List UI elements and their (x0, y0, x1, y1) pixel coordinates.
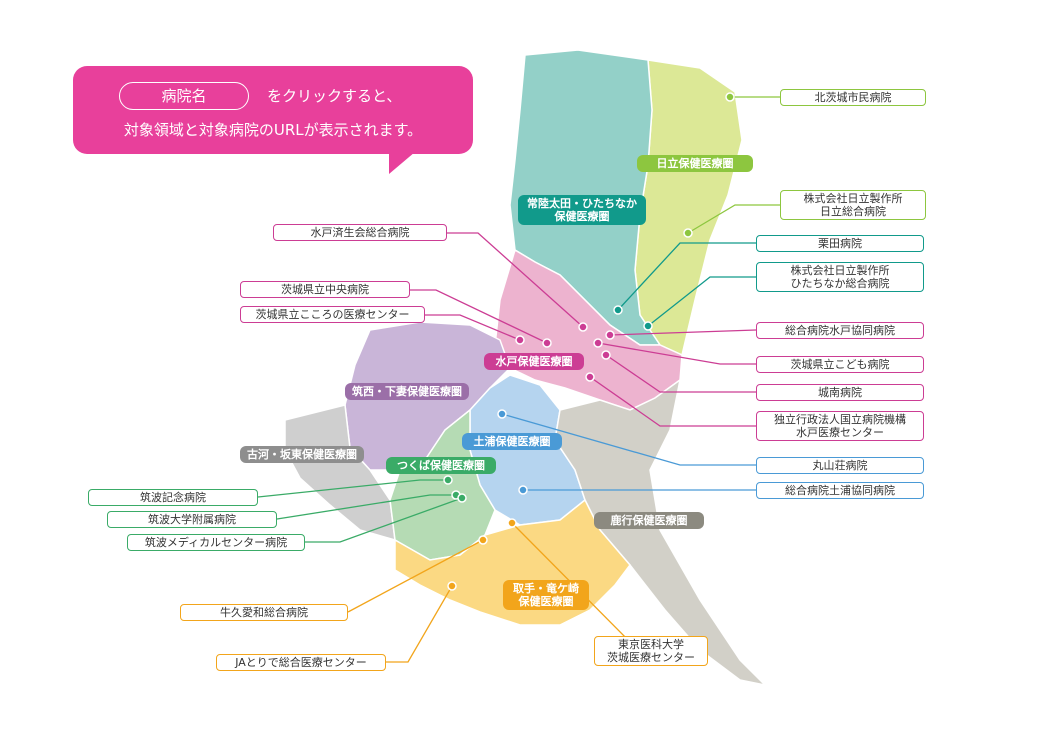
line-ushiku (347, 539, 484, 613)
callout-tail (389, 152, 415, 174)
area-label-hitachi: 日立保健医療圏 (637, 155, 753, 172)
dot-hitachinaka (643, 321, 653, 331)
callout-line1: をクリックすると、 (267, 87, 402, 105)
hospital-button-mito-kyodo[interactable]: 総合病院水戸協同病院 (756, 322, 924, 339)
line-kokoro (425, 314, 521, 341)
hospital-name-pill: 病院名 (119, 82, 249, 110)
line-ja-toride (386, 585, 453, 663)
line-hitachinaka (647, 276, 756, 327)
hospital-button-tsukuba-medical[interactable]: 筑波メディカルセンター病院 (127, 534, 305, 551)
line-tsukuba-kinen (257, 479, 448, 498)
hospital-button-kokoro[interactable]: 茨城県立こころの医療センター (240, 306, 425, 323)
line-kodomo (597, 342, 756, 365)
line-kurita (617, 242, 756, 311)
area-label-tsuchiura: 土浦保健医療圏 (462, 433, 562, 450)
dot-kenritsu-chuo (542, 338, 552, 348)
callout-line2: 対象領域と対象病院のURLが表示されます。 (123, 121, 423, 139)
line-tsukuba-univ (276, 494, 456, 520)
hospital-button-kodomo[interactable]: 茨城県立こども病院 (756, 356, 924, 373)
hospital-button-jonan[interactable]: 城南病院 (756, 384, 924, 401)
area-label-chikusei: 筑西・下妻保健医療圏 (345, 383, 469, 400)
area-label-mito: 水戸保健医療圏 (484, 353, 584, 370)
dot-mito-saisei (578, 322, 588, 332)
dot-hitachi-general (683, 228, 693, 238)
dot-mito-kyodo (605, 330, 615, 340)
hospital-button-mito-saisei[interactable]: 水戸済生会総合病院 (273, 224, 447, 241)
area-label-toride: 取手・竜ケ崎 保健医療圏 (503, 580, 589, 610)
line-mito-saisei (447, 232, 584, 328)
line-mito-iryo (589, 376, 756, 427)
hospital-button-ushiku-aiwa[interactable]: 牛久愛和総合病院 (180, 604, 348, 621)
hospital-button-ja-toride[interactable]: JAとりで総合医療センター (216, 654, 386, 671)
area-label-hitachiota: 常陸太田・ひたちなか 保健医療圏 (518, 195, 646, 225)
hospital-button-hitachi-general[interactable]: 株式会社日立製作所 日立総合病院 (780, 190, 926, 220)
line-mito-kyodo (609, 329, 757, 336)
line-maruyama (501, 413, 756, 466)
line-tsukuba-medical (305, 497, 463, 543)
hospital-button-mito-iryo[interactable]: 独立行政法人国立病院機構 水戸医療センター (756, 411, 924, 441)
dot-tsuchiura-kyodo (518, 485, 528, 495)
hospital-button-kurita[interactable]: 栗田病院 (756, 235, 924, 252)
dot-kodomo (593, 338, 603, 348)
hospital-button-tsukuba-univ[interactable]: 筑波大学附属病院 (107, 511, 277, 528)
hospital-button-hitachinaka[interactable]: 株式会社日立製作所 ひたちなか総合病院 (756, 262, 924, 292)
area-label-koga: 古河・坂東保健医療圏 (240, 446, 364, 463)
line-hitachi-general (687, 204, 780, 234)
dot-ja-toride (447, 581, 457, 591)
dot-kurita (613, 305, 623, 315)
dot-ushiku (478, 535, 488, 545)
line-kenritsu-chuo (410, 289, 548, 344)
hospital-button-tsukuba-kinen[interactable]: 筑波記念病院 (88, 489, 258, 506)
dot-tsukuba-kinen (443, 475, 453, 485)
dot-kitaibaraki (725, 92, 735, 102)
dot-maruyama (497, 409, 507, 419)
hospital-button-tokyo-ika[interactable]: 東京医科大学 茨城医療センター (594, 636, 708, 666)
hospital-button-maruyama[interactable]: 丸山荘病院 (756, 457, 924, 474)
area-label-tsukuba: つくば保健医療圏 (386, 457, 496, 474)
line-jonan (605, 354, 756, 393)
hospital-button-tsuchiura-kyodo[interactable]: 総合病院土浦協同病院 (756, 482, 924, 499)
dot-tsukuba-medical (457, 493, 467, 503)
hospital-button-kenritsu-chuo[interactable]: 茨城県立中央病院 (240, 281, 410, 298)
instruction-callout: 病院名 をクリックすると、 対象領域と対象病院のURLが表示されます。 (73, 66, 473, 174)
area-label-rokko: 鹿行保健医療圏 (594, 512, 704, 529)
dot-tokyo-ika (507, 518, 517, 528)
dot-mito-iryo (585, 372, 595, 382)
dot-jonan (601, 350, 611, 360)
hospital-button-kitaibaraki[interactable]: 北茨城市民病院 (780, 89, 926, 106)
dot-kokoro (515, 335, 525, 345)
